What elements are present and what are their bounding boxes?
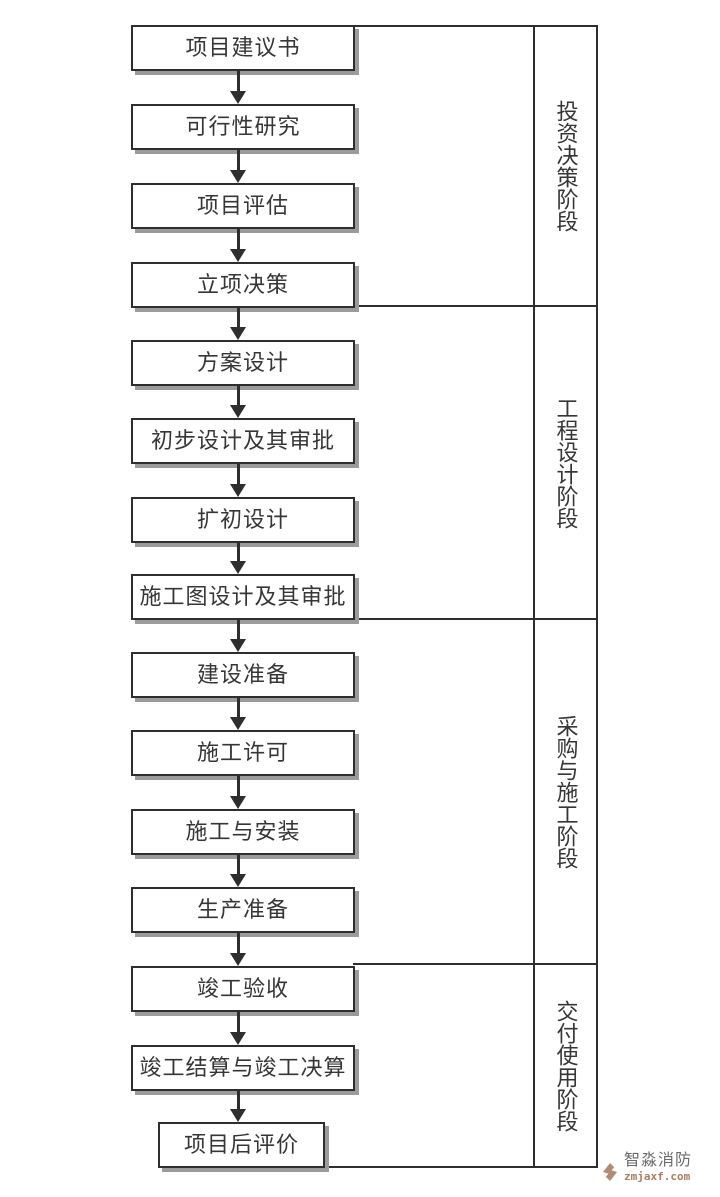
flow-step-box: 建设准备	[131, 652, 355, 698]
flow-step-label: 施工图设计及其审批	[139, 584, 347, 609]
down-arrow-icon	[230, 717, 246, 730]
down-arrow-icon	[230, 249, 246, 262]
flow-step-box: 生产准备	[131, 887, 355, 933]
flow-arrow-shaft	[237, 464, 240, 486]
flow-step-box: 施工图设计及其审批	[131, 574, 355, 620]
down-arrow-icon	[230, 561, 246, 574]
flow-arrow-shaft	[237, 933, 240, 955]
flow-step-box: 竣工结算与竣工决算	[131, 1045, 355, 1091]
flow-arrow-shaft	[237, 1091, 240, 1111]
flow-step-label: 竣工结算与竣工决算	[139, 1055, 347, 1080]
flow-step-label: 建设准备	[196, 662, 289, 687]
phase-label-cell: 采购与施工阶段	[535, 619, 596, 964]
phase-label-cell: 交付使用阶段	[535, 964, 596, 1168]
flow-step-box: 方案设计	[131, 340, 355, 386]
down-arrow-icon	[230, 796, 246, 809]
flow-arrow-shaft	[237, 71, 240, 93]
flow-step-label: 初步设计及其审批	[150, 428, 335, 453]
flow-step-label: 立项决策	[196, 272, 289, 297]
flow-step-label: 施工与安装	[185, 819, 301, 844]
down-arrow-icon	[230, 327, 246, 340]
flow-step-box: 扩初设计	[131, 497, 355, 543]
flow-step-label: 扩初设计	[196, 507, 289, 532]
flow-step-label: 方案设计	[196, 350, 289, 375]
phase-label-cell: 工程设计阶段	[535, 307, 596, 619]
flow-step-label: 竣工验收	[196, 976, 289, 1001]
flow-step-box: 施工与安装	[131, 809, 355, 855]
flow-arrow-shaft	[237, 776, 240, 798]
down-arrow-icon	[230, 405, 246, 418]
flow-step-label: 可行性研究	[185, 114, 301, 139]
flow-step-label: 生产准备	[196, 897, 289, 922]
phase-divider-line-2	[353, 618, 598, 620]
flow-arrow-shaft	[237, 229, 240, 251]
phase-divider-line-1	[353, 305, 598, 307]
flow-arrow-shaft	[237, 386, 240, 407]
brand-logo-icon	[603, 1163, 617, 1181]
brand-site-url: zmjaxf.com	[624, 1169, 691, 1183]
flow-step-label: 施工许可	[196, 740, 289, 765]
down-arrow-icon	[230, 1109, 246, 1122]
flow-step-box: 项目后评价	[158, 1122, 325, 1168]
brand-watermark-text: 智淼消防 zmjaxf.com	[624, 1152, 692, 1183]
down-arrow-icon	[230, 874, 246, 887]
brand-watermark: 智淼消防 zmjaxf.com	[600, 1152, 718, 1192]
phase-label-cell: 投资决策阶段	[535, 25, 596, 307]
flow-step-label: 项目后评价	[183, 1132, 299, 1157]
phase-label: 投资决策阶段	[553, 100, 579, 232]
flow-step-box: 项目建议书	[131, 25, 355, 71]
phase-label: 采购与施工阶段	[553, 714, 579, 869]
brand-name: 智淼消防	[624, 1152, 693, 1169]
frame-top-line	[353, 25, 598, 27]
down-arrow-icon	[230, 170, 246, 183]
frame-bottom-line	[323, 1166, 598, 1168]
phase-label: 工程设计阶段	[553, 397, 579, 529]
phase-divider-line-3	[353, 963, 598, 965]
down-arrow-icon	[230, 639, 246, 652]
flow-arrow-shaft	[237, 698, 240, 719]
flow-step-box: 竣工验收	[131, 966, 355, 1012]
phase-column-inner-line	[533, 25, 535, 1168]
flow-arrow-shaft	[237, 855, 240, 876]
flow-step-label: 项目建议书	[185, 35, 301, 60]
down-arrow-icon	[230, 953, 246, 966]
flow-step-box: 项目评估	[131, 183, 355, 229]
flow-arrow-shaft	[237, 543, 240, 563]
down-arrow-icon	[230, 1032, 246, 1045]
phase-column-outer-line	[596, 25, 598, 1168]
flow-step-box: 初步设计及其审批	[131, 418, 355, 464]
flow-step-label: 项目评估	[196, 193, 289, 218]
flow-step-box: 可行性研究	[131, 104, 355, 150]
flow-step-box: 立项决策	[131, 262, 355, 308]
flow-arrow-shaft	[237, 308, 240, 329]
phase-label: 交付使用阶段	[553, 1000, 579, 1132]
down-arrow-icon	[230, 484, 246, 497]
flow-arrow-shaft	[237, 150, 240, 172]
down-arrow-icon	[230, 91, 246, 104]
flow-arrow-shaft	[237, 1012, 240, 1034]
flow-step-box: 施工许可	[131, 730, 355, 776]
flow-arrow-shaft	[237, 620, 240, 641]
